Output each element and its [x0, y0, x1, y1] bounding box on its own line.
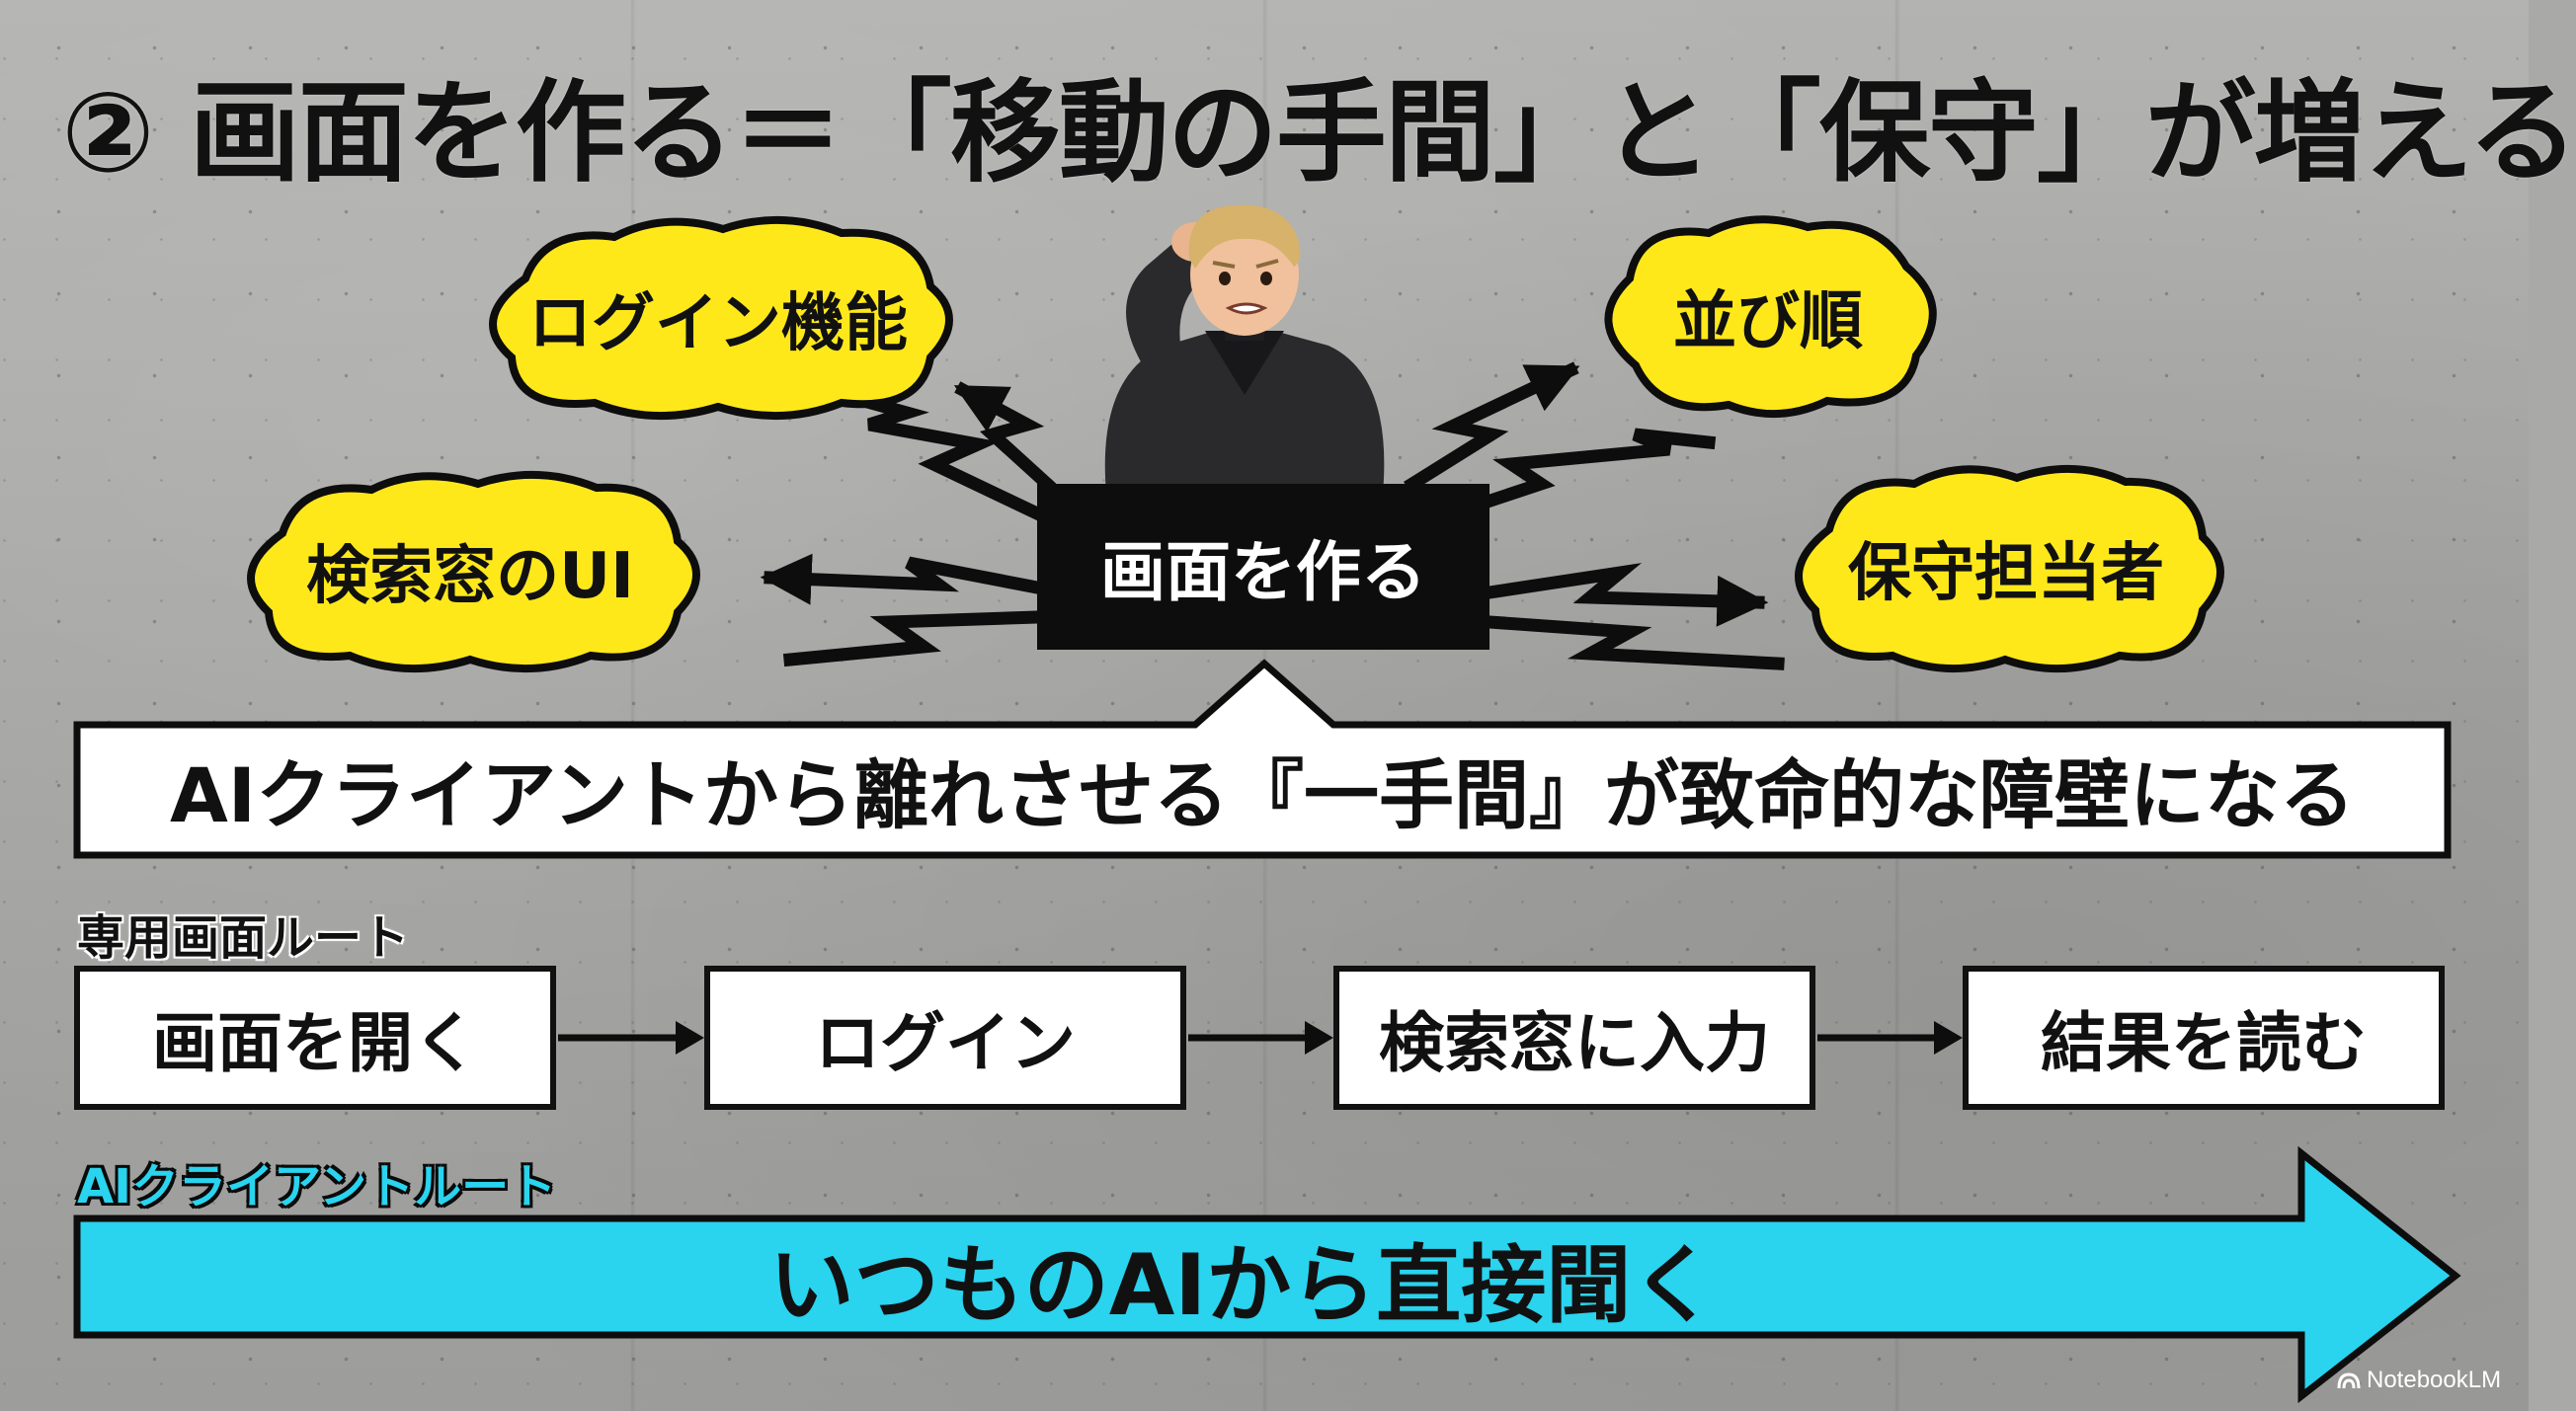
bubble-maintainer: 保守担当者: [1774, 454, 2238, 681]
brand-watermark: NotebookLM: [2337, 1367, 2501, 1394]
bubble-search-ui-label: 検索窓のUI: [306, 540, 634, 613]
lightning-arrow-icon: [842, 389, 1046, 522]
bubble-search-ui: 検索窓のUI: [225, 462, 715, 679]
bubble-sort-order-label: 並び順: [1673, 285, 1863, 358]
brand-name: NotebookLM: [2367, 1367, 2502, 1393]
step-open-screen: 画面を開く: [74, 966, 556, 1110]
step-login: ログイン: [704, 966, 1186, 1110]
ai-route-label: AIクライアントルート: [77, 1159, 557, 1215]
bubble-sort-order: 並び順: [1580, 207, 1956, 425]
step-read-results: 結果を読む: [1963, 966, 2445, 1110]
lightning-arrow-icon: [1404, 361, 1580, 493]
step-search-input: 検索窓に入力: [1333, 966, 1815, 1110]
ai-route-text: いつものAIから直接聞く: [768, 1235, 1717, 1335]
callout-box: [73, 659, 2452, 859]
lightning-arrow-icon: [1482, 563, 1769, 627]
slide-title: ② 画面を作る＝「移動の手間」と「保守」が増える: [61, 69, 2576, 197]
center-label-box: 画面を作る: [1037, 484, 1489, 650]
dedicated-route-label: 専用画面ルート: [77, 910, 410, 966]
bubble-maintainer-label: 保守担当者: [1848, 537, 2164, 610]
person-scratching-head-icon: [1104, 204, 1385, 494]
lightning-arrow-icon: [1443, 428, 1717, 522]
lightning-arrow-icon: [760, 553, 1045, 605]
notebooklm-logo-icon: [2337, 1372, 2361, 1389]
lightning-arrow-icon: [1483, 615, 1785, 670]
callout-text: AIクライアントから離れさせる『一手間』が致命的な障壁になる: [169, 751, 2356, 839]
bubble-login-label: ログイン機能: [528, 287, 908, 360]
lightning-arrow-icon: [782, 610, 1044, 667]
lightning-arrow-icon: [953, 381, 1057, 494]
bubble-login: ログイン機能: [466, 209, 970, 427]
